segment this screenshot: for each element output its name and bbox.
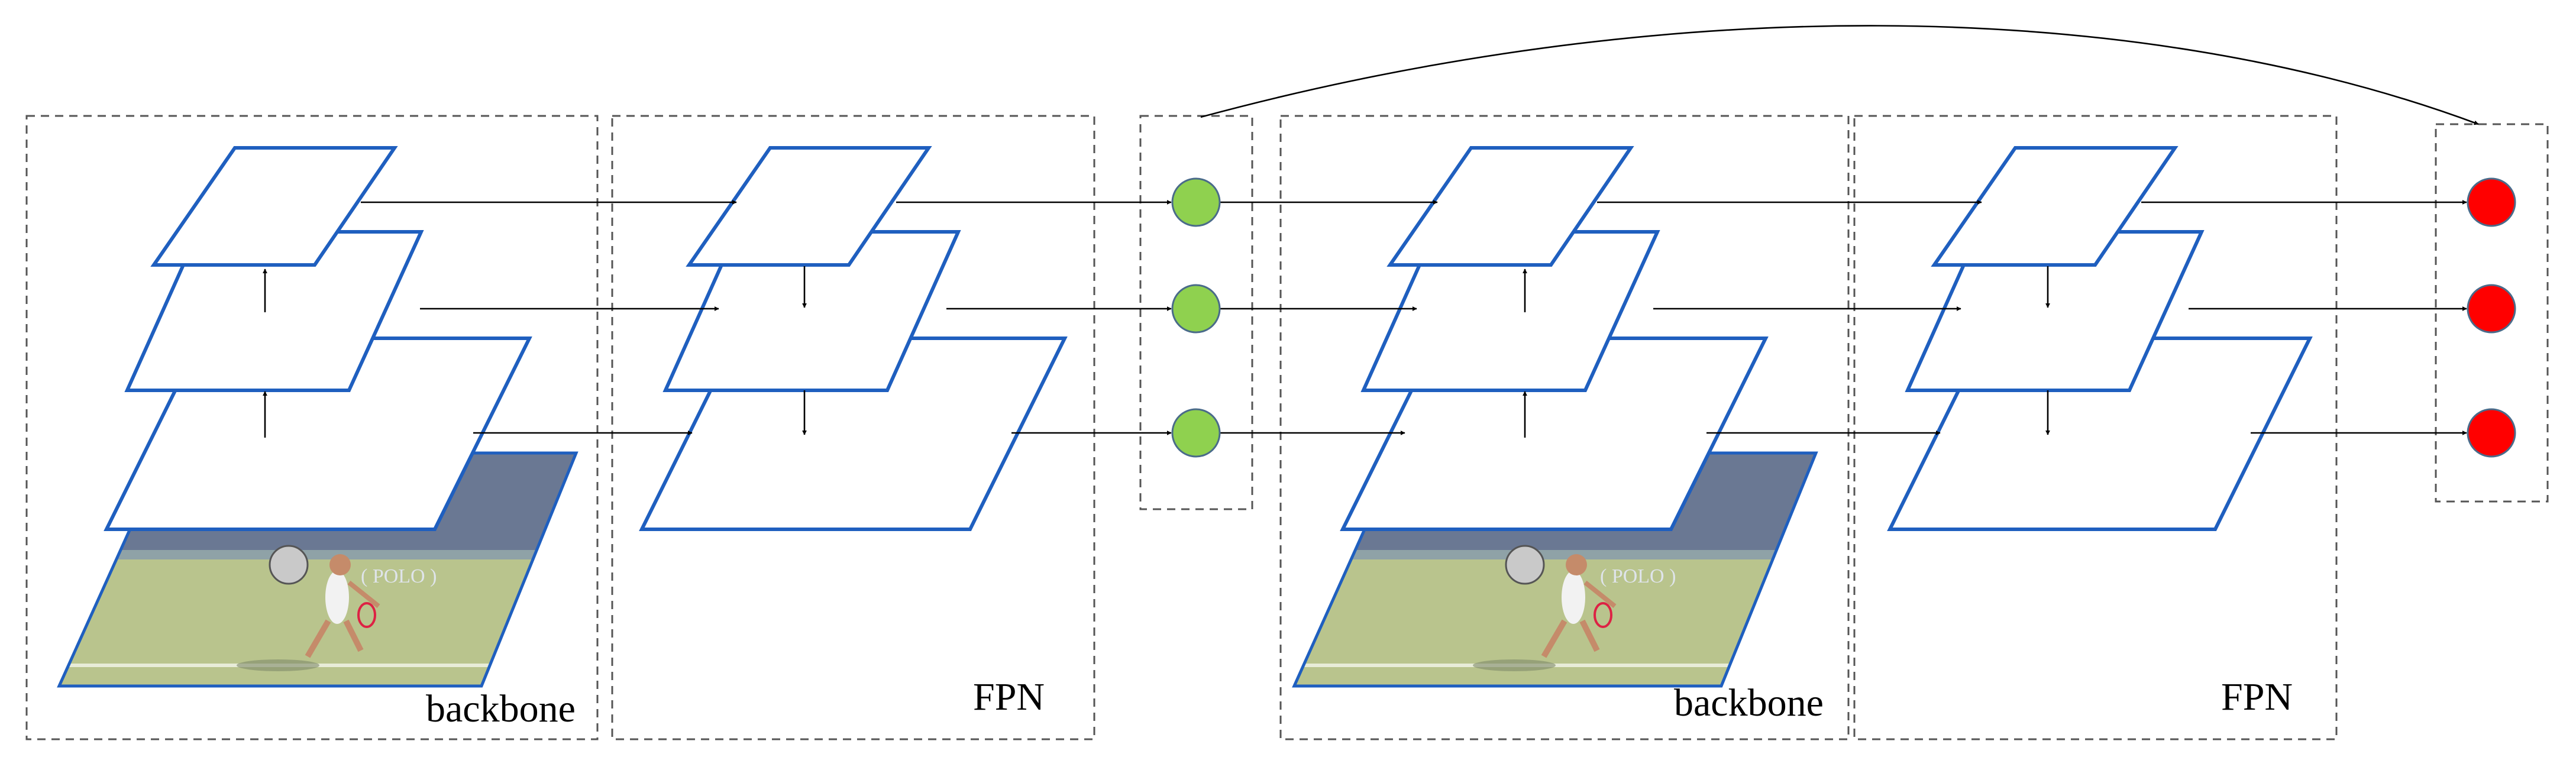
- backbone2-layer-middle: [1360, 230, 1660, 392]
- backbone2-layer-top: [1386, 146, 1634, 267]
- red-node-bot: [2467, 408, 2516, 458]
- green-node-bot: [1171, 408, 1221, 458]
- fpn1-layer-middle: [662, 230, 961, 392]
- fpn1-layer-top: [686, 146, 932, 267]
- label-backbone-2: backbone: [1674, 681, 1824, 724]
- red-nodes-box: [2435, 123, 2549, 503]
- fpn2-layer-middle: [1905, 230, 2205, 392]
- green-node-mid: [1171, 284, 1221, 334]
- fpn2-layer-top: [1931, 146, 2179, 267]
- skip-connection-arrow: [1200, 25, 2479, 125]
- green-nodes-box: [1139, 115, 1253, 510]
- backbone-box-2: [1279, 115, 1850, 740]
- svg-text:( POLO ): ( POLO ): [361, 565, 437, 587]
- backbone1-layer-middle: [124, 230, 424, 392]
- label-fpn-2: FPN: [2221, 675, 2293, 719]
- green-node-top: [1171, 177, 1221, 227]
- label-backbone-1: backbone: [426, 687, 576, 730]
- svg-text:( POLO ): ( POLO ): [1600, 565, 1676, 587]
- backbone-box-1: [25, 115, 599, 740]
- red-node-mid: [2467, 284, 2516, 334]
- red-node-top: [2467, 177, 2516, 227]
- label-fpn-1: FPN: [973, 675, 1045, 719]
- backbone1-layer-top: [150, 146, 398, 267]
